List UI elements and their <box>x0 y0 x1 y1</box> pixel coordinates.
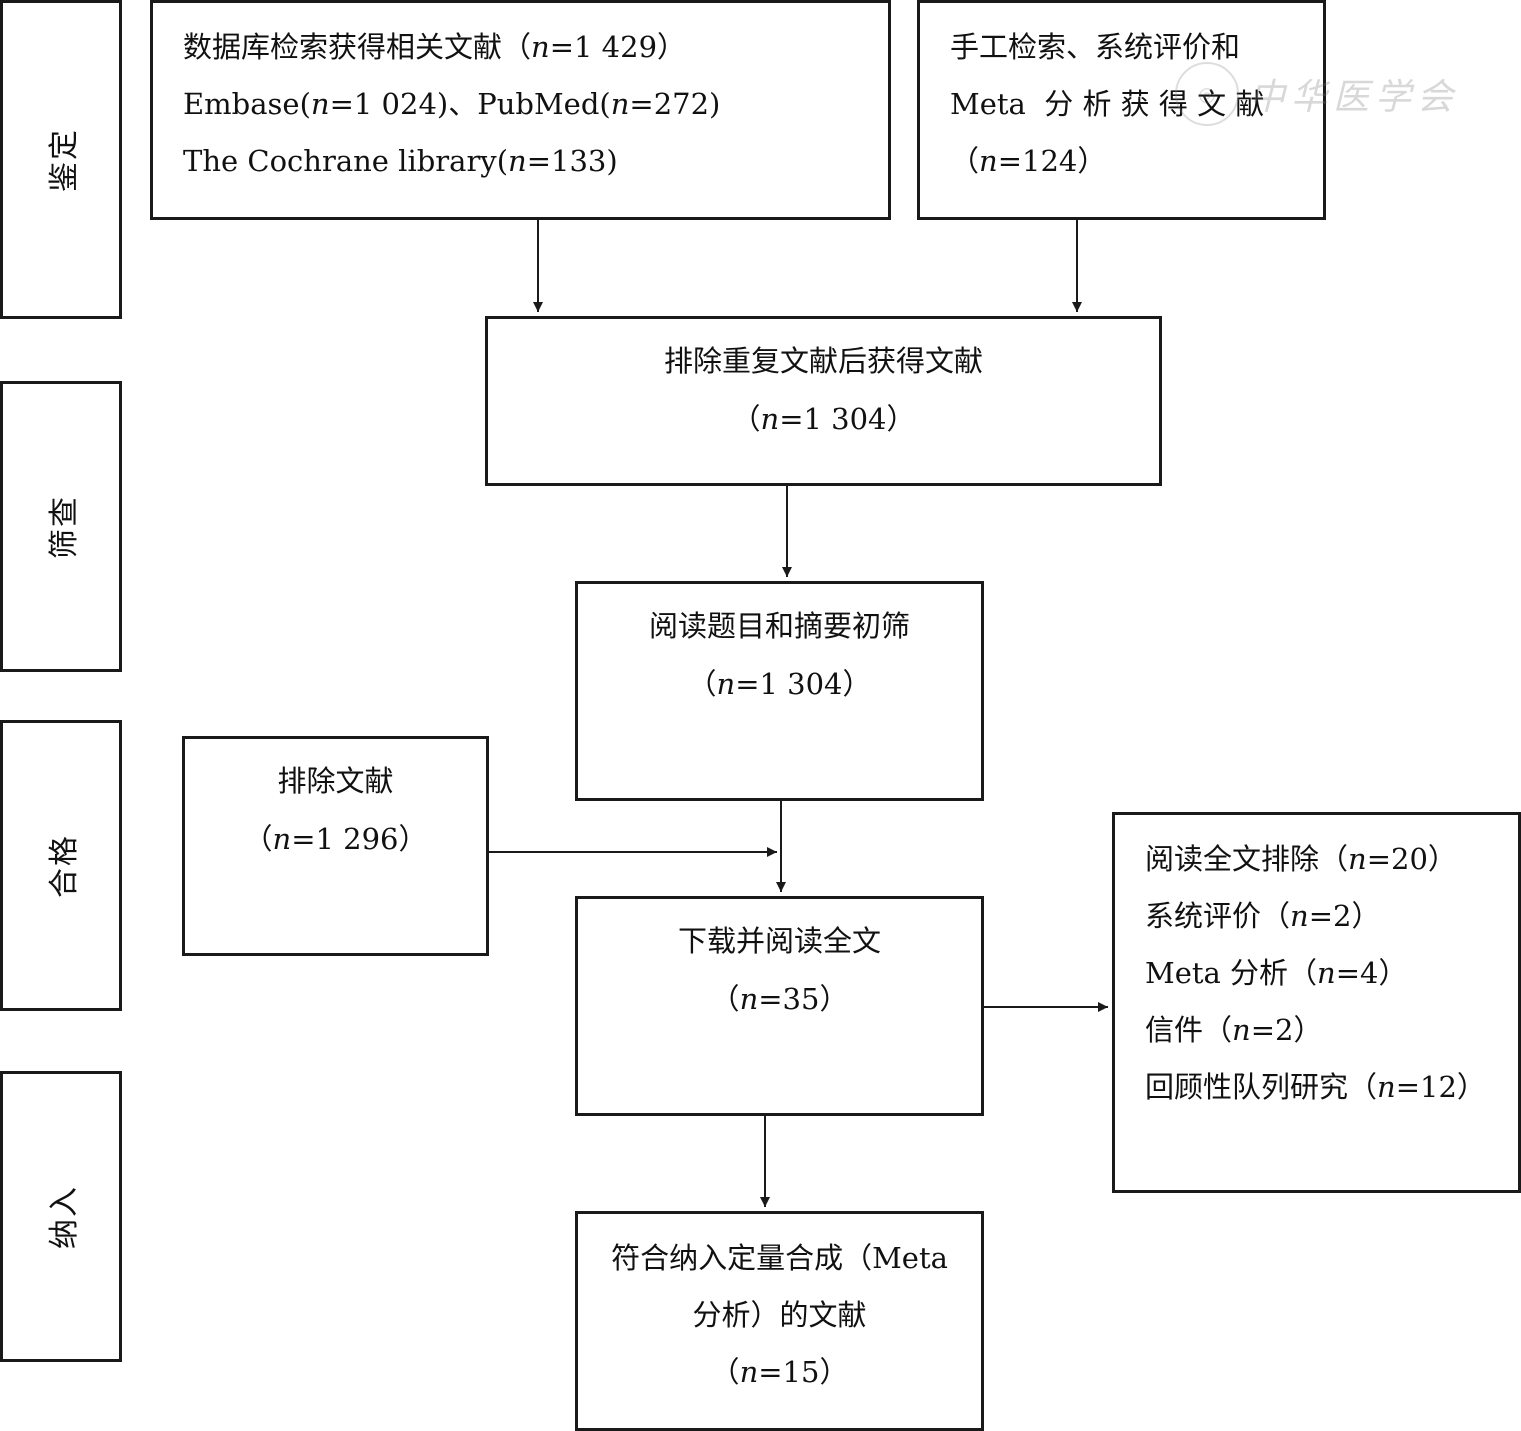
stage-included-label: 纳入 <box>47 1184 82 1249</box>
stage-identification: 鉴定 <box>0 0 122 319</box>
publisher-watermark: ◎ 中华医学会 <box>1175 62 1459 126</box>
included-meta-count: （n=15） <box>710 1355 849 1389</box>
stage-screening: 筛查 <box>0 381 122 672</box>
database-search-line1: 数据库检索获得相关文献（n=1 429） <box>183 30 687 64</box>
excluded-reason-systematic-review: 系统评价（n=2） <box>1145 899 1381 933</box>
database-search-line2: Embase(n=1 024)、PubMed(n=272) <box>183 87 721 121</box>
stage-identification-label: 鉴定 <box>47 127 82 192</box>
stage-included: 纳入 <box>0 1071 122 1362</box>
manual-search-line1: 手工检索、系统评价和 <box>950 30 1241 64</box>
stage-eligibility: 合格 <box>0 720 122 1011</box>
stage-eligibility-label: 合格 <box>47 833 82 898</box>
excluded-reason-letters: 信件（n=2） <box>1145 1013 1323 1047</box>
excluded-reason-retrospective-cohort: 回顾性队列研究（n=12） <box>1145 1070 1486 1104</box>
after-dedup-title: 排除重复文献后获得文献 <box>663 344 983 378</box>
title-abstract-box: 阅读题目和摘要初筛 （n=1 304） <box>575 581 984 801</box>
excluded-box: 排除文献 （n=1 296） <box>182 736 489 956</box>
excluded-count: （n=1 296） <box>243 822 428 856</box>
excluded-reason-meta-analysis: Meta 分析（n=4） <box>1145 956 1408 990</box>
title-abstract-title: 阅读题目和摘要初筛 <box>648 609 910 643</box>
full-text-box: 下载并阅读全文 （n=35） <box>575 896 984 1116</box>
full-text-excluded-box: 阅读全文排除（n=20） 系统评价（n=2） Meta 分析（n=4） 信件（n… <box>1112 812 1521 1193</box>
database-search-line3: The Cochrane library(n=133) <box>183 144 618 178</box>
included-meta-box: 符合纳入定量合成（Meta 分析）的文献 （n=15） <box>575 1211 984 1431</box>
watermark-text: 中华医学会 <box>1249 77 1460 118</box>
database-search-box: 数据库检索获得相关文献（n=1 429） Embase(n=1 024)、Pub… <box>150 0 891 220</box>
after-dedup-box: 排除重复文献后获得文献 （n=1 304） <box>485 316 1162 486</box>
seal-icon: ◎ <box>1175 62 1239 126</box>
stage-screening-label: 筛查 <box>47 494 82 559</box>
full-text-count: （n=35） <box>710 982 849 1016</box>
after-dedup-count: （n=1 304） <box>731 402 916 436</box>
title-abstract-count: （n=1 304） <box>687 667 872 701</box>
included-meta-line1: 符合纳入定量合成（Meta <box>611 1241 948 1275</box>
full-text-title: 下载并阅读全文 <box>677 924 881 958</box>
manual-search-line3: （n=124） <box>950 144 1107 178</box>
excluded-reason-total: 阅读全文排除（n=20） <box>1145 842 1457 876</box>
excluded-title: 排除文献 <box>277 764 394 798</box>
included-meta-line2: 分析）的文献 <box>692 1298 867 1332</box>
